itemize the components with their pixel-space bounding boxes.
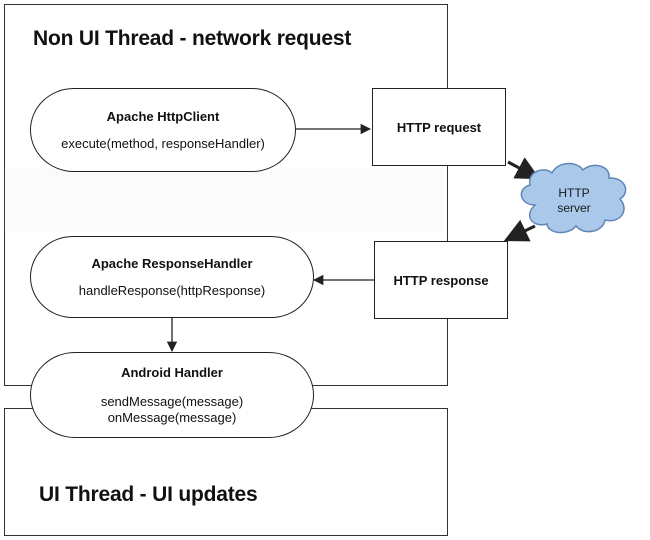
http-server-cloud-icon	[520, 162, 627, 234]
arrow-server-to-response	[503, 219, 536, 242]
scan-artifact	[6, 168, 444, 232]
apache-responsehandler-node: Apache ResponseHandler handleResponse(ht…	[30, 236, 314, 318]
server-line-1: HTTP	[558, 186, 590, 200]
http-request-node: HTTP request	[372, 88, 506, 166]
http-server-label: HTTP server	[548, 186, 600, 216]
android-handler-node: Android Handler sendMessage(message) onM…	[30, 352, 314, 438]
apache-httpclient-node: Apache HttpClient execute(method, respon…	[30, 88, 296, 172]
http-response-node: HTTP response	[374, 241, 508, 319]
node-title: Apache HttpClient	[106, 108, 220, 124]
node-method: onMessage(message)	[107, 409, 237, 425]
node-title: Android Handler	[121, 364, 223, 380]
node-label: HTTP response	[393, 272, 489, 288]
non-ui-thread-title: Non UI Thread - network request	[33, 27, 352, 50]
node-method: execute(method, responseHandler)	[61, 135, 265, 151]
node-label: HTTP request	[396, 119, 482, 135]
node-method: handleResponse(httpResponse)	[78, 282, 266, 298]
node-title: Apache ResponseHandler	[91, 255, 253, 271]
ui-thread-title: UI Thread - UI updates	[39, 483, 258, 506]
node-method: sendMessage(message)	[100, 393, 244, 409]
server-line-2: server	[557, 201, 591, 215]
